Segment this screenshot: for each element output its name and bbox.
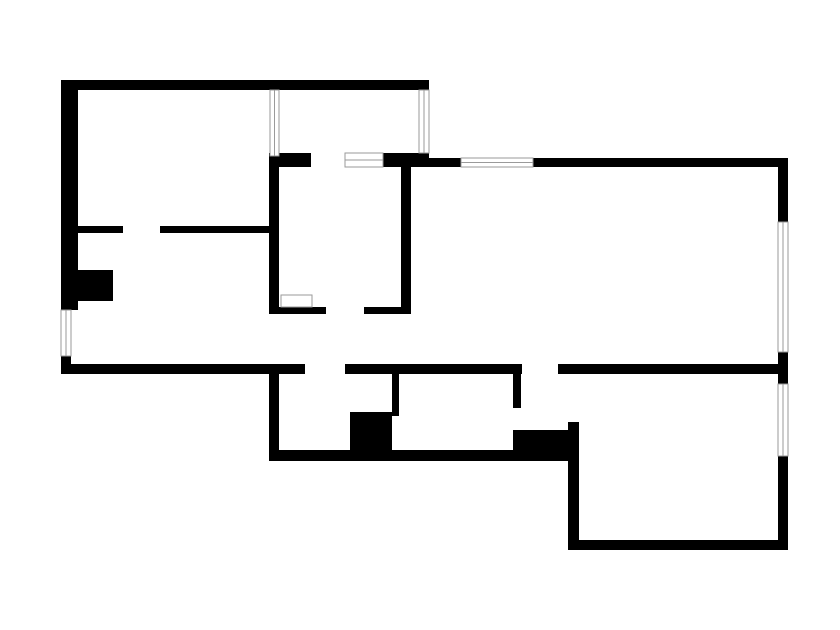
walls xyxy=(61,80,788,550)
column-lower xyxy=(350,412,392,451)
wall-lower-right-bottom xyxy=(568,540,788,550)
fixture-small xyxy=(280,294,313,308)
window-right-top xyxy=(460,157,534,168)
wall-lower-step xyxy=(513,430,578,451)
window-right-lower xyxy=(777,383,789,457)
wall-central-bottom-a xyxy=(269,307,326,314)
wall-lower-partition xyxy=(392,374,399,416)
wall-corridor-a xyxy=(61,364,305,374)
wall-right-top-a xyxy=(411,158,461,167)
wall-central-right xyxy=(401,160,411,314)
wall-bedroom-lower-a xyxy=(71,226,123,233)
column-left xyxy=(71,270,113,301)
wall-bedroom-lower-b xyxy=(160,226,271,233)
wall-lower-divider xyxy=(513,374,521,408)
window-right-upper xyxy=(777,221,789,353)
wall-lower-bottom xyxy=(269,450,579,461)
wall-right-top-b xyxy=(533,158,788,167)
wall-left-exterior xyxy=(61,80,78,310)
window-left xyxy=(60,309,72,357)
wall-corridor-c xyxy=(558,364,788,374)
window-central-top xyxy=(344,152,384,168)
wall-lower-left xyxy=(269,364,279,461)
window-top-right xyxy=(418,89,430,154)
window-central-left xyxy=(269,89,280,157)
wall-lower-right-left xyxy=(568,422,579,550)
wall-corridor-b xyxy=(345,364,522,374)
wall-right-upper-exterior xyxy=(778,158,788,222)
wall-lower-right-exterior xyxy=(778,456,788,550)
wall-central-left xyxy=(269,156,279,314)
wall-central-bottom-b xyxy=(364,307,411,314)
windows xyxy=(60,89,789,457)
wall-top-left-block xyxy=(61,80,429,90)
